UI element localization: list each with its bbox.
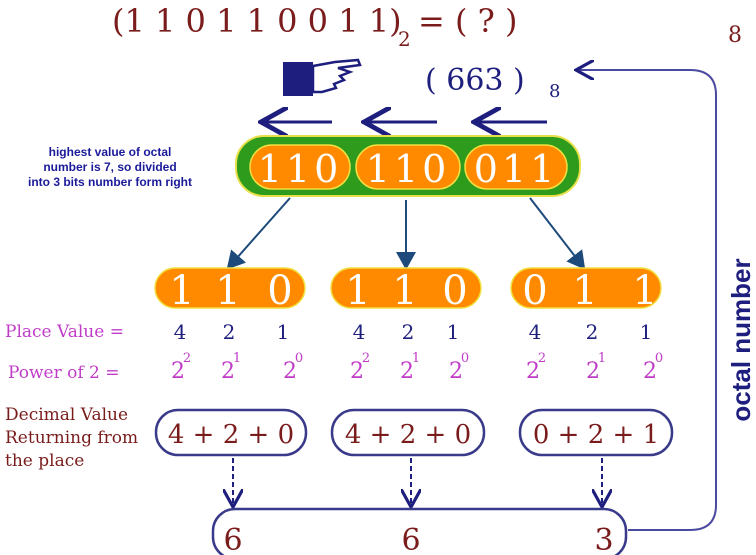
decimal-value-label: Decimal Value Returning from the place <box>5 405 138 471</box>
place-value: 1 <box>640 320 653 344</box>
place-value: 1 <box>447 320 460 344</box>
power-base: 2 <box>400 359 414 384</box>
place-value: 4 <box>174 320 187 344</box>
power-base: 2 <box>643 359 657 384</box>
bit: 0 <box>442 268 467 314</box>
bit-group-text: 011 <box>474 147 559 191</box>
power-exponent: 2 <box>183 351 191 366</box>
place-value: 4 <box>353 320 366 344</box>
place-values: 4 2 1 4 2 1 4 2 1 <box>174 320 653 344</box>
bit: 1 <box>169 268 194 314</box>
down-arrow-icon <box>226 197 291 270</box>
bit: 1 <box>572 268 597 314</box>
sum-box <box>518 408 674 457</box>
pointing-hand-icon <box>283 58 362 96</box>
connector-arrow <box>578 70 717 531</box>
bit-group-pill <box>464 144 568 190</box>
power-exponent: 0 <box>295 351 303 366</box>
place-value: 4 <box>529 320 542 344</box>
sum-text: 0 + 2 + 1 <box>533 420 659 450</box>
answer-value: ( 663 ) <box>425 63 525 98</box>
bit: 1 <box>632 268 657 314</box>
answer-base: 8 <box>549 81 560 102</box>
split-arrows <box>226 197 586 270</box>
place-value: 2 <box>223 320 236 344</box>
bit: 1 <box>392 268 417 314</box>
power-exponent: 1 <box>598 351 606 366</box>
bit-group-pill <box>154 267 306 309</box>
label-line: the place <box>5 451 84 471</box>
bit-group-text: 110 <box>258 147 343 191</box>
place-value: 2 <box>586 320 599 344</box>
label-line: Decimal Value <box>5 405 128 425</box>
bit: 0 <box>522 268 547 314</box>
power-base: 2 <box>449 359 463 384</box>
note-line: into 3 bits number form right <box>28 175 192 189</box>
place-value: 2 <box>402 320 415 344</box>
power-exponent: 1 <box>233 351 241 366</box>
power-label: Power of 2 = <box>8 363 120 383</box>
result-arrows <box>233 458 602 505</box>
power-base: 2 <box>171 359 185 384</box>
place-value: 1 <box>277 320 290 344</box>
power-base: 2 <box>350 359 364 384</box>
bit: 1 <box>345 268 370 314</box>
title-binary: (1 1 0 1 1 0 0 1 1) <box>112 2 402 40</box>
note-text: highest value of octal number is 7, so d… <box>28 145 192 189</box>
power-base: 2 <box>586 359 600 384</box>
power-exponent: 0 <box>655 351 663 366</box>
bit-group-pill <box>330 267 482 309</box>
bit-group-pill <box>510 267 662 309</box>
power-exponent: 0 <box>461 351 469 366</box>
power-base: 2 <box>526 359 540 384</box>
power-exponent: 2 <box>362 351 370 366</box>
power-exponent: 1 <box>412 351 420 366</box>
octal-digit: 6 <box>223 523 242 555</box>
bit-group-text: 110 <box>366 147 451 191</box>
label-line: Returning from <box>5 428 138 448</box>
bit: 1 <box>215 268 240 314</box>
octal-digit: 6 <box>401 523 420 555</box>
sum-box <box>154 408 308 457</box>
sum-box <box>330 408 486 457</box>
power-base: 2 <box>283 359 297 384</box>
title-equals: = ( ? ) <box>418 2 517 40</box>
bit: 0 <box>267 268 292 314</box>
octal-digit: 3 <box>594 523 613 555</box>
bit-group-pill <box>355 144 461 190</box>
note-line: highest value of octal <box>49 145 172 159</box>
power-base: 2 <box>221 359 235 384</box>
title-base-from: 2 <box>398 27 411 51</box>
note-line: number is 7, so divided <box>43 160 176 174</box>
sum-text: 4 + 2 + 0 <box>345 420 471 450</box>
place-value-label: Place Value = <box>5 322 124 342</box>
power-exponent: 2 <box>538 351 546 366</box>
bit-group-pill <box>249 144 351 190</box>
down-arrow-icon <box>529 197 586 270</box>
side-label: octal number <box>726 258 756 421</box>
title-base-to: 8 <box>728 23 742 48</box>
sum-text: 4 + 2 + 0 <box>168 420 294 450</box>
title-equation: (1 1 0 1 1 0 0 1 1) 2 = ( ? ) 8 <box>112 2 742 51</box>
result-box <box>211 507 628 555</box>
